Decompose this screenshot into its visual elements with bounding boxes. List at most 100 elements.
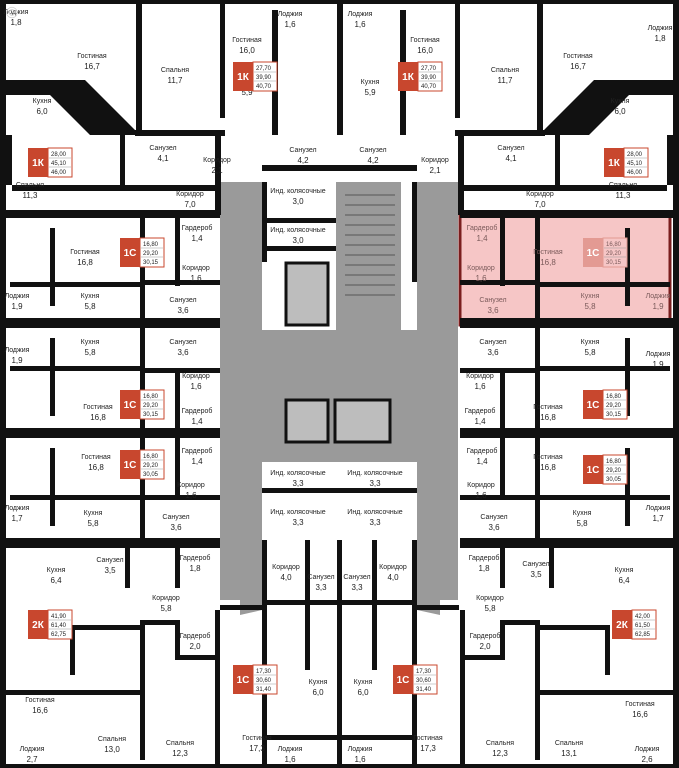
- room-name: Санузел: [480, 514, 507, 521]
- badge-areas-box: [602, 389, 628, 420]
- room-area: 7,0: [184, 200, 196, 209]
- room-area: 16,7: [570, 62, 586, 71]
- room-name: Коридор: [203, 157, 231, 164]
- room-name: Коридор: [466, 373, 494, 380]
- room-name: Санузел: [479, 297, 506, 304]
- room-name: Спальня: [16, 182, 44, 189]
- badge-area-value: 29,20: [143, 463, 159, 469]
- badge-area-value: 16,80: [606, 242, 622, 248]
- badge-area-value: 16,80: [606, 394, 622, 400]
- badge-area-value: 28,00: [51, 152, 67, 158]
- badge-type-box: [233, 62, 253, 91]
- room-area: 5,8: [576, 519, 588, 528]
- badge-area-value: 30,15: [143, 260, 159, 266]
- room-area: 16,8: [88, 463, 104, 472]
- badge-area-value: 46,00: [51, 170, 67, 176]
- room-name: Санузел: [343, 574, 370, 581]
- room-area: 4,0: [280, 573, 292, 582]
- badge-area-value: 29,20: [143, 251, 159, 257]
- badge-areas-box: [47, 609, 73, 640]
- room-name: Гардероб: [182, 407, 213, 415]
- room-area: 6,4: [50, 576, 62, 585]
- badge-type: 2К: [32, 620, 45, 631]
- room-name: Кухня: [354, 679, 373, 686]
- room-area: 3,3: [351, 583, 363, 592]
- room-area: 1,6: [190, 274, 202, 283]
- room-name: Спальня: [98, 736, 126, 743]
- badge-areas-box: [252, 664, 278, 695]
- badge-type: 1С: [124, 248, 137, 259]
- badge-type: 1С: [587, 400, 600, 411]
- room-area: 1,4: [474, 417, 486, 426]
- room-area: 2,0: [189, 642, 201, 651]
- room-area: 16,7: [84, 62, 100, 71]
- room-area: 13,0: [104, 745, 120, 754]
- room-area: 3,5: [530, 570, 542, 579]
- room-area: 16,8: [540, 413, 556, 422]
- room-name: Лоджия: [648, 25, 673, 32]
- badge-type: 1К: [608, 158, 621, 169]
- room-name: Инд. колясочные: [270, 470, 325, 477]
- room-name: Гостиная: [533, 454, 563, 461]
- room-area: 1,7: [652, 514, 664, 523]
- room-name: Лоджия: [646, 293, 671, 300]
- room-name: Лоджия: [646, 351, 671, 358]
- apartment-badge-b5[interactable]: 1С 16,80 29,20 30,15: [120, 237, 165, 268]
- watermark: ©: [6, 5, 18, 22]
- room-area: 1,6: [185, 491, 197, 500]
- room-name: Кухня: [81, 293, 100, 300]
- room-name: Коридор: [177, 482, 205, 489]
- badge-area-value: 16,80: [143, 242, 159, 248]
- room-name: Инд. колясочные: [347, 470, 402, 477]
- room-area: 2,6: [641, 755, 653, 764]
- room-name: Санузел: [149, 145, 176, 152]
- room-name: Кухня: [47, 567, 66, 574]
- room-r52: Коридор 1,6: [177, 482, 205, 500]
- badge-area-value: 30,05: [606, 477, 622, 483]
- room-name: Коридор: [421, 157, 449, 164]
- room-area: 1,6: [354, 755, 366, 764]
- room-area: 1,8: [478, 564, 490, 573]
- badge-type-box: [583, 238, 603, 267]
- badge-area-value: 45,10: [51, 161, 67, 167]
- badge-area-value: 16,80: [143, 454, 159, 460]
- highlighted-apartment[interactable]: [458, 213, 672, 327]
- room-area: 3,3: [292, 518, 304, 527]
